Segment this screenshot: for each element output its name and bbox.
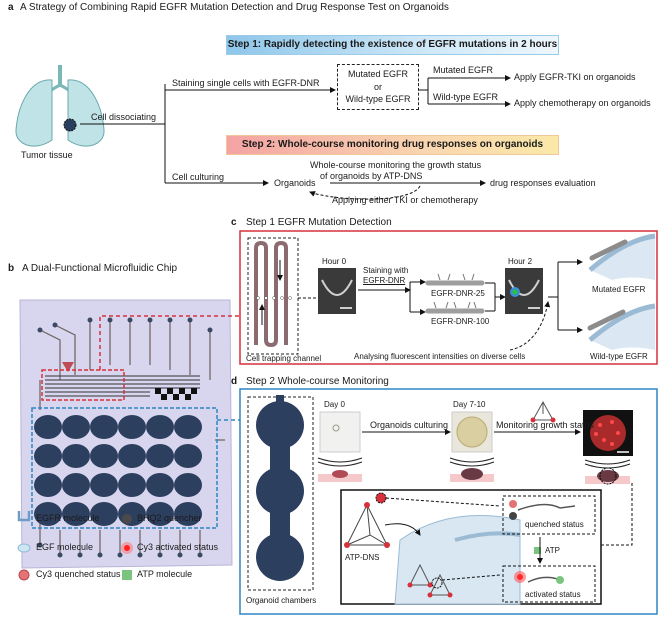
c-mutated-label: Mutated EGFR	[592, 285, 646, 294]
tumor-tissue-label: Tumor tissue	[21, 150, 73, 160]
atp-dns-small-icon	[532, 400, 554, 421]
panel-b-title: A Dual-Functional Microfluidic Chip	[22, 263, 178, 274]
c-wildtype-label: Wild-type EGFR	[590, 352, 648, 361]
mutated-egfr-label: Mutated EGFR	[433, 65, 494, 75]
apply-chemo-label: Apply chemotherapy on organoids	[514, 98, 651, 108]
legend-bhq2-icon	[122, 514, 132, 524]
panel-c-title: Step 1 EGFR Mutation Detection	[246, 217, 392, 228]
step1-banner: Step 1: Rapidly detecting the existence …	[226, 35, 559, 55]
day7-label: Day 7-10	[453, 400, 486, 409]
microfluidic-chip	[19, 299, 233, 569]
organoids-label: Organoids	[274, 178, 316, 188]
hour0-label: Hour 0	[322, 257, 347, 266]
applying-label: Applying either TKI or chemotherapy	[332, 195, 478, 205]
staining-label: Staining single cells with EGFR-DNR	[172, 78, 320, 88]
apply-tki-label: Apply EGFR-TKI on organoids	[514, 72, 636, 82]
activated-label: activated status	[525, 590, 581, 599]
monitor-chamber-schematic	[584, 459, 631, 485]
box-line1: Mutated EGFR	[347, 69, 409, 79]
legend-atp-label: ATP molecule	[137, 569, 193, 579]
wildtype-egfr-label: Wild-type EGFR	[433, 92, 499, 102]
quenched-label: quenched status	[525, 520, 584, 529]
panel-c-letter: c	[231, 217, 237, 228]
monitoring-line1: Whole-course monitoring the growth statu…	[310, 160, 482, 170]
day0-chamber-schematic	[317, 457, 363, 482]
panel-b-letter: b	[8, 263, 15, 274]
panel-d-letter: d	[231, 376, 238, 387]
legend-cy3q-label: Cy3 quenched status	[36, 569, 121, 579]
atp-dns-label: ATP-DNS	[345, 553, 380, 562]
staining-with-label: Staining with	[363, 266, 409, 275]
legend-atp-icon	[122, 570, 132, 580]
culturing-label: Organoids culturing	[370, 420, 449, 430]
monitoring-line2: of organoids by ATP-DNS	[320, 171, 423, 181]
legend-cy3q-icon	[18, 569, 30, 581]
dnr25-label: EGFR-DNR-25	[431, 289, 485, 298]
box-line2: or	[373, 82, 382, 92]
drug-eval-label: drug responses evaluation	[490, 178, 596, 188]
egfr-status-box: Mutated EGFR or Wild-type EGFR	[337, 64, 419, 110]
mutated-egfr-cell	[588, 233, 656, 280]
legend-bhq2-label: BHQ2 quencher	[137, 513, 202, 523]
dnr25-probe	[425, 273, 485, 286]
legend-egf-label: EGF molecule	[36, 542, 94, 552]
chambers-label: Organoid chambers	[246, 596, 317, 605]
panel-a-title: A Strategy of Combining Rapid EGFR Mutat…	[20, 2, 449, 13]
legend-egfr-label: EGFR molecule	[36, 513, 100, 523]
monitoring-label: Monitoring growth status	[496, 420, 595, 430]
day0-label: Day 0	[324, 400, 345, 409]
box-line3: Wild-type EGFR	[345, 94, 411, 104]
legend-cy3a-icon	[121, 542, 133, 554]
hour2-label: Hour 2	[508, 257, 533, 266]
analysing-label: Analysing fluorescent intensities on div…	[354, 352, 526, 361]
legend-cy3a-label: Cy3 activated status	[137, 542, 219, 552]
step2-banner: Step 2: Whole-course monitoring drug res…	[226, 135, 559, 155]
dnr100-probe	[425, 301, 485, 314]
cell-culturing-label: Cell culturing	[172, 172, 225, 182]
trap-channel-label: Cell trapping channel	[246, 354, 322, 363]
atp-label: ATP	[545, 546, 560, 555]
panel-d-title: Step 2 Whole-course Monitoring	[246, 376, 389, 387]
legend-egf-icon	[17, 543, 31, 553]
wildtype-egfr-cell	[587, 303, 656, 350]
egfr-dnr-label: EGFR-DNR	[363, 276, 406, 285]
cell-dissociating-label: Cell dissociating	[91, 112, 157, 122]
lungs-icon	[15, 65, 105, 147]
panel-a-letter: a	[8, 2, 14, 13]
dnr100-label: EGFR-DNR-100	[431, 317, 490, 326]
legend-egfr-icon	[17, 511, 31, 522]
day7-chamber-schematic	[449, 457, 495, 482]
